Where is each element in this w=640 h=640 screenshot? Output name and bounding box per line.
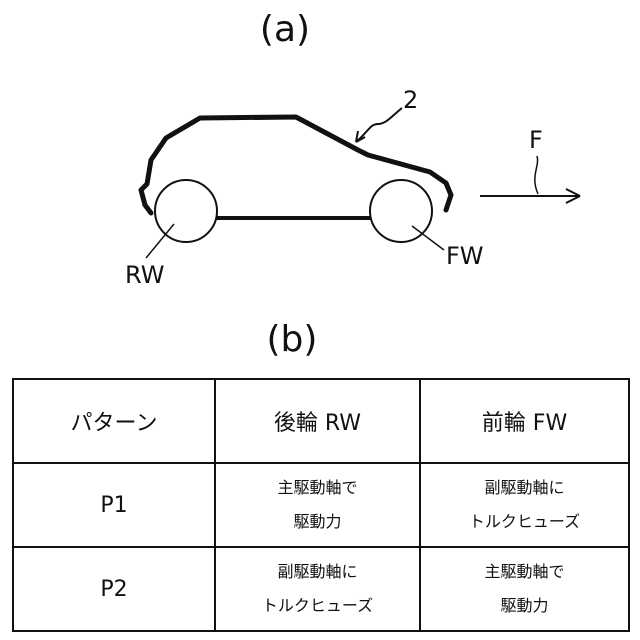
cell-line: 副駆動軸に xyxy=(217,555,418,589)
pattern-table: パターン 後輪 RW 前輪 FW P1 主駆動軸で 駆動力 副駆動軸に トルクヒ… xyxy=(12,378,630,632)
cell-line: 主駆動軸で xyxy=(422,555,627,589)
table-header-row: パターン 後輪 RW 前輪 FW xyxy=(13,379,629,463)
cell-line: トルクヒューズ xyxy=(422,505,627,539)
row-name: P2 xyxy=(13,547,215,631)
leader-2 xyxy=(356,108,402,142)
cell-rear: 副駆動軸に トルクヒューズ xyxy=(215,547,420,631)
cell-line: 主駆動軸で xyxy=(217,471,418,505)
table-row: P2 副駆動軸に トルクヒューズ 主駆動軸で 駆動力 xyxy=(13,547,629,631)
reference-numeral-2: 2 xyxy=(403,88,418,112)
header-front-wheel: 前輪 FW xyxy=(420,379,629,463)
leader-f xyxy=(535,156,538,194)
figure-label-b: (b) xyxy=(0,322,584,358)
cell-line: 駆動力 xyxy=(217,505,418,539)
cell-line: トルクヒューズ xyxy=(217,589,418,623)
row-name: P1 xyxy=(13,463,215,547)
direction-label-f: F xyxy=(529,128,543,152)
rear-wheel-label: RW xyxy=(125,263,164,287)
cell-front: 主駆動軸で 駆動力 xyxy=(420,547,629,631)
vehicle-diagram xyxy=(0,0,640,330)
front-wheel-label: FW xyxy=(446,244,484,268)
header-pattern: パターン xyxy=(13,379,215,463)
rear-wheel xyxy=(155,180,217,242)
cell-rear: 主駆動軸で 駆動力 xyxy=(215,463,420,547)
front-wheel xyxy=(370,180,432,242)
cell-front: 副駆動軸に トルクヒューズ xyxy=(420,463,629,547)
cell-line: 駆動力 xyxy=(422,589,627,623)
cell-line: 副駆動軸に xyxy=(422,471,627,505)
header-rear-wheel: 後輪 RW xyxy=(215,379,420,463)
table-row: P1 主駆動軸で 駆動力 副駆動軸に トルクヒューズ xyxy=(13,463,629,547)
